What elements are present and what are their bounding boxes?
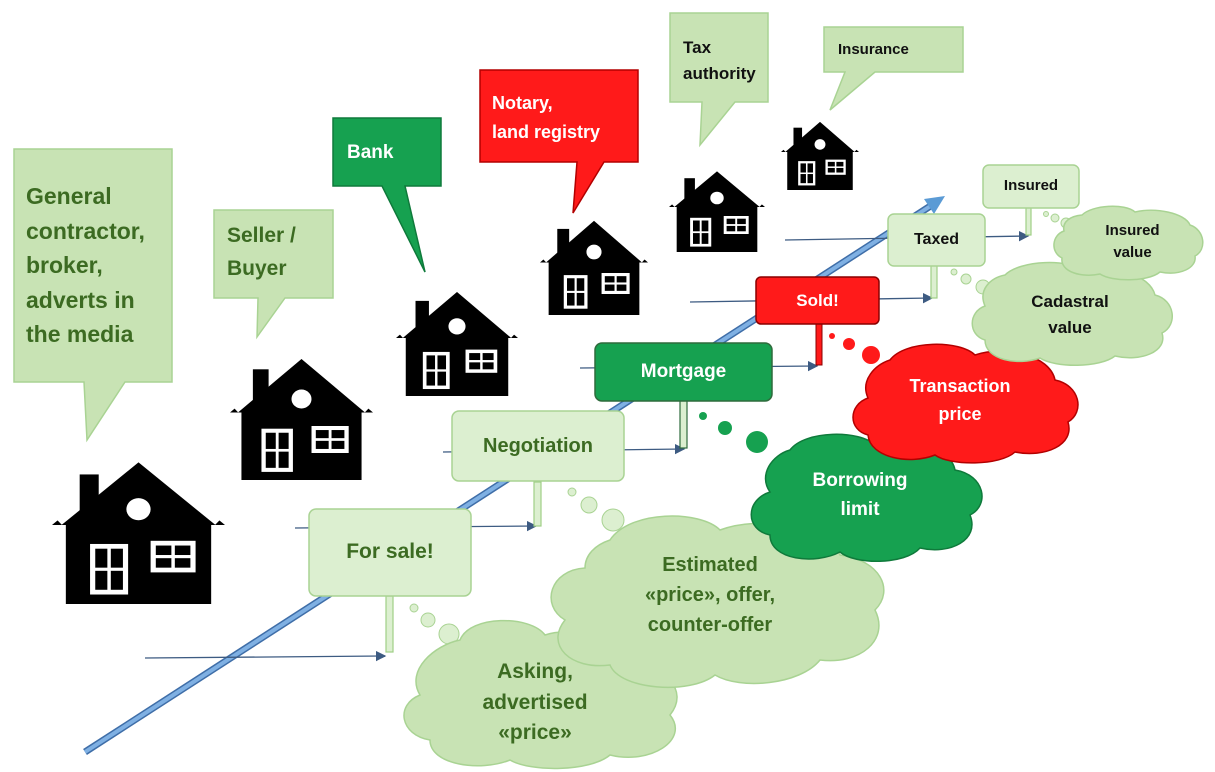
value-label-borrowing-limit: Borrowing limit <box>812 470 908 520</box>
house-icon <box>52 454 225 604</box>
stage-label-mortgage: Mortgage <box>640 361 727 383</box>
stage-box-sold <box>755 276 880 325</box>
actor-label-seller-buyer: Seller / Buyer <box>227 223 296 280</box>
actor-label-general-contractor: General contractor, broker, adverts in t… <box>26 183 145 348</box>
value-label-asking-price: Asking, advertised «price» <box>482 660 588 745</box>
callout-tax-authority <box>669 12 769 148</box>
stage-box-for-sale <box>308 508 472 597</box>
house-icon <box>779 115 861 192</box>
stage-label-insured: Insured <box>1003 177 1059 195</box>
actor-label-tax-authority: Tax authority <box>683 37 756 83</box>
house-icon <box>396 286 518 396</box>
stage-label-sold: Sold! <box>796 290 839 310</box>
thought-dots <box>409 211 1072 645</box>
actor-label-insurance: Insurance <box>838 40 909 58</box>
stage-label-negotiation: Negotiation <box>483 434 593 457</box>
value-label-transaction-price: Transaction price <box>909 376 1011 424</box>
callout-seller-buyer <box>213 209 334 340</box>
callout-bank <box>332 117 442 273</box>
stage-box-mortgage <box>594 342 773 402</box>
value-label-cadastral-value: Cadastral value <box>1031 291 1109 337</box>
house-icon <box>669 167 765 253</box>
arrow-to-for-sale <box>144 650 387 662</box>
value-label-estimated-price: Estimated «price», offer, counter-offer <box>644 554 776 636</box>
value-label-insured-value: Insured value <box>1105 222 1160 261</box>
actor-label-bank: Bank <box>347 142 394 164</box>
callout-notary <box>479 69 639 214</box>
callout-insurance <box>823 26 964 111</box>
stage-box-insured <box>982 164 1080 209</box>
stage-box-negotiation <box>451 410 625 482</box>
stage-box-taxed <box>887 213 986 267</box>
actor-label-notary: Notary, land registry <box>492 92 601 142</box>
stage-stems <box>385 206 1032 653</box>
house-icon <box>540 215 648 315</box>
house-icon <box>230 352 373 480</box>
cloud-insured-value <box>1053 205 1204 281</box>
stage-label-taxed: Taxed <box>913 231 960 248</box>
callout-general-contractor <box>13 148 173 443</box>
stage-label-for-sale: For sale! <box>346 540 434 564</box>
